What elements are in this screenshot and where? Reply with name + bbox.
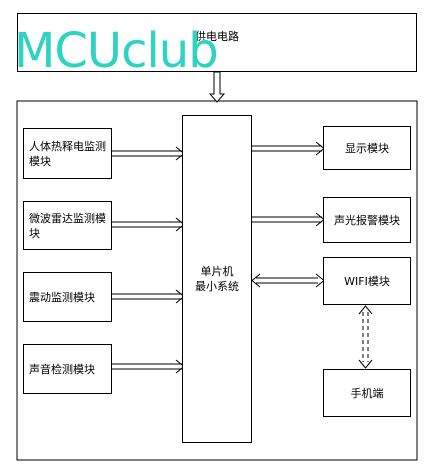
alarm-module-label: 声光报警模块	[334, 213, 400, 227]
pir-module-label-line2: 模块	[29, 154, 51, 168]
wifi-module-box: WIFI模块	[323, 257, 411, 305]
radar-module-label-line2: 块	[29, 226, 40, 240]
power-supply-box	[17, 13, 417, 72]
mcu-label-line1: 单片机	[200, 265, 234, 278]
sound-module-box: 声音检测模块	[23, 344, 112, 394]
alarm-module-box: 声光报警模块	[323, 197, 411, 243]
pir-module-label-line1: 人体热释电监测	[29, 139, 106, 153]
phone-client-label: 手机端	[350, 386, 384, 400]
pir-module-box: 人体热释电监测 模块	[23, 128, 112, 179]
arrow-sound-to-mcu	[112, 359, 185, 374]
power-supply-label: 供电电路	[195, 30, 239, 43]
display-module-box: 显示模块	[323, 126, 411, 170]
wifi-module-label: WIFI模块	[344, 274, 390, 288]
arrow-wifi-phone-dashed	[358, 305, 373, 369]
arrow-pir-to-mcu	[112, 146, 185, 161]
watermark-logo: MCUclub	[14, 23, 219, 79]
arrow-mcu-to-display	[252, 141, 325, 156]
phone-client-box: 手机端	[323, 369, 411, 417]
sound-module-label: 声音检测模块	[29, 362, 95, 376]
mcu-label-line2: 最小系统	[195, 280, 239, 293]
vibration-module-label: 震动监测模块	[29, 290, 95, 304]
display-module-label: 显示模块	[345, 141, 389, 155]
mcu-box: 单片机 最小系统	[182, 115, 252, 443]
radar-module-box: 微波雷达监测模 块	[23, 201, 112, 250]
arrow-vibration-to-mcu	[112, 289, 185, 304]
vibration-module-box: 震动监测模块	[23, 272, 112, 322]
arrow-radar-to-mcu	[112, 217, 185, 232]
arrow-mcu-wifi-bidirectional	[251, 273, 325, 288]
arrow-mcu-to-alarm	[252, 212, 325, 227]
radar-module-label-line1: 微波雷达监测模	[29, 211, 106, 225]
power-arrow	[208, 71, 226, 103]
